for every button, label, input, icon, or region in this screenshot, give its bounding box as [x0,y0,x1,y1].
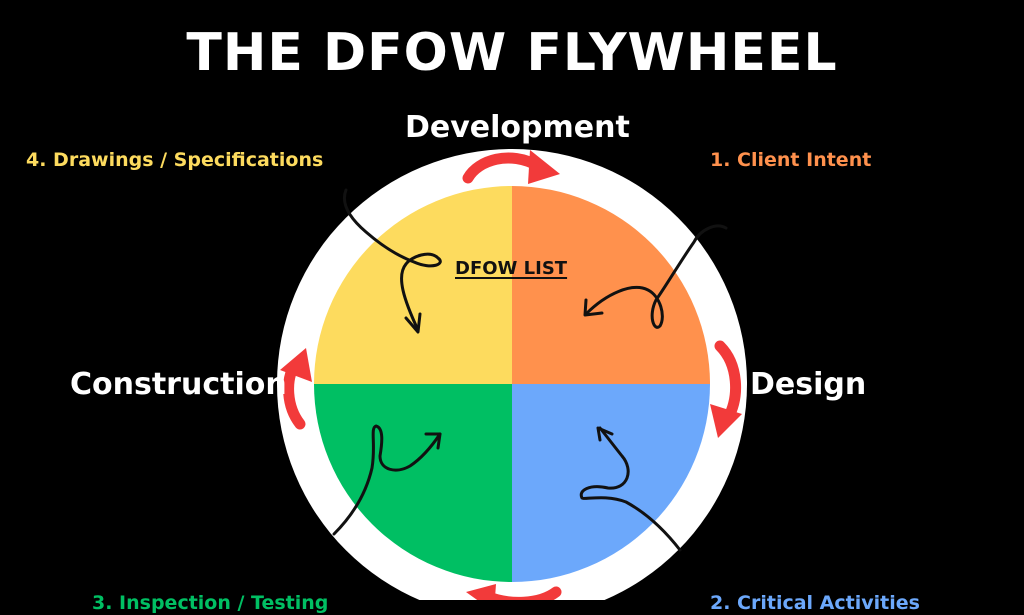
stage-label-construction: Construction [70,367,287,402]
curly-arrow-critical-activities-icon [579,426,682,552]
quadrant-critical-activities [512,384,710,582]
curly-arrow-client-intent-icon [583,224,728,329]
curly-arrow-drawings-icon [343,188,442,334]
dfow-list-label: DFOW LIST [455,258,568,279]
stage-label-development: Development [405,110,630,145]
step-label-drawings-specifications: 4. Drawings / Specifications [26,149,324,171]
cycle-arrow-left-icon [280,348,312,430]
stage-label-design: Design [750,367,867,402]
flywheel-diagram [277,149,747,600]
cycle-arrow-bottom-icon [466,584,562,600]
quadrant-drawings-specifications [314,186,512,384]
quadrant-inspection-testing [314,384,512,582]
cycle-arrow-right-icon [710,340,742,438]
step-label-inspection-testing: 3. Inspection / Testing [92,592,329,614]
page-title: THE DFOW FLYWHEEL [186,23,838,83]
curly-arrow-inspection-testing-icon [332,424,442,536]
quadrant-client-intent [512,186,710,384]
step-label-critical-activities: 2. Critical Activities [710,592,920,614]
cycle-arrow-top-icon [462,150,560,184]
step-label-client-intent: 1. Client Intent [710,149,872,171]
